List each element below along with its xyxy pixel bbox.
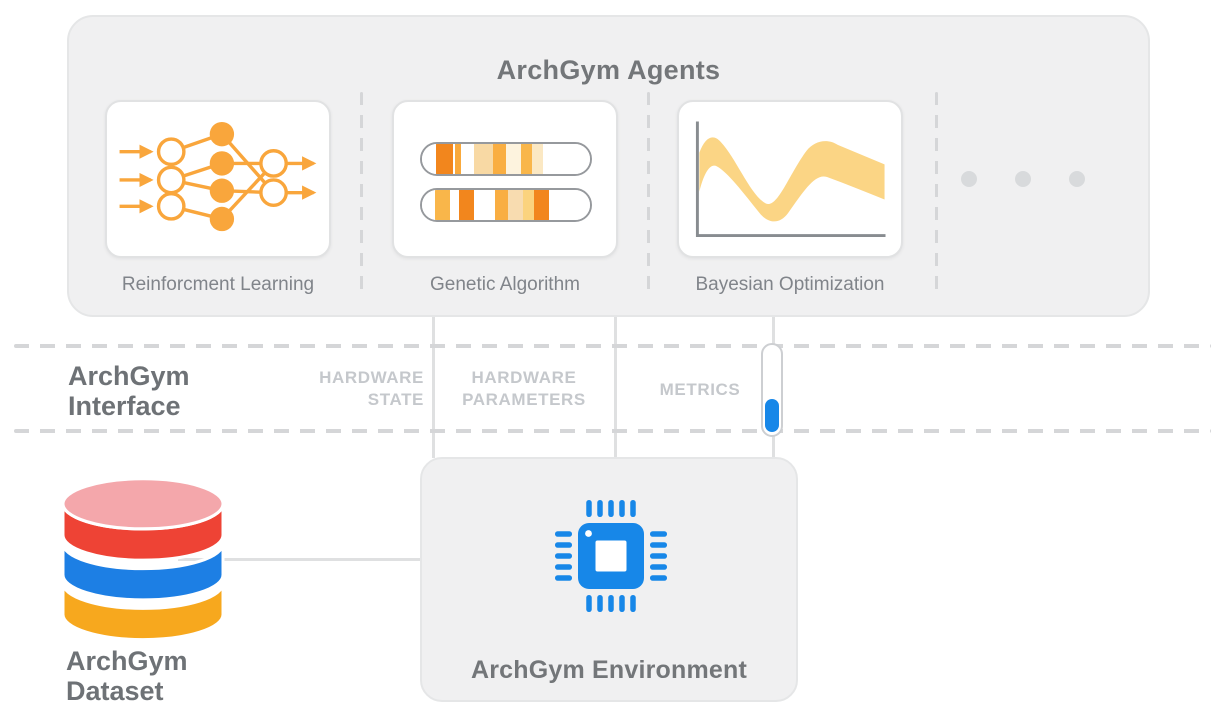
ellipsis-dots — [961, 171, 1085, 187]
gene-stripe — [532, 144, 543, 174]
card-bayesian-optimization — [677, 100, 903, 258]
chromosome-1 — [420, 142, 592, 176]
gene-stripe — [453, 144, 455, 174]
metrics-indicator-pill — [761, 343, 783, 437]
environment-panel: ArchGym Environment — [420, 457, 798, 702]
card-label-genetic-algorithm: Genetic Algorithm — [430, 274, 580, 295]
card-separator-3 — [935, 92, 938, 294]
gene-stripe — [523, 190, 534, 220]
signal-metrics: METRICS — [659, 380, 741, 399]
gene-stripe — [436, 144, 453, 174]
dataset-title-line1: ArchGym — [66, 646, 188, 676]
connector-dataset-environment-line — [178, 558, 422, 561]
interface-dashed-line-top — [14, 344, 1211, 348]
metrics-indicator-fill — [765, 399, 779, 432]
gene-stripe — [506, 144, 521, 174]
interface-title-line1: ArchGym — [68, 361, 190, 391]
neural-network-icon — [119, 121, 317, 232]
chip-dot — [585, 530, 592, 537]
gene-stripe — [422, 144, 436, 174]
signal-hardware-parameters: HARDWARE PARAMETERS — [462, 368, 586, 409]
chromosome-2 — [420, 188, 592, 222]
dot — [961, 171, 977, 187]
interface-title-line2: Interface — [68, 391, 181, 421]
gene-stripe — [422, 190, 435, 220]
gene-stripe — [450, 190, 459, 220]
gene-stripe — [534, 190, 549, 220]
gene-stripe — [474, 144, 493, 174]
dot — [1015, 171, 1031, 187]
dot — [1069, 171, 1085, 187]
gene-stripe — [549, 190, 590, 220]
card-label-reinforcement-learning: Reinforcment Learning — [121, 274, 315, 295]
gene-stripe — [521, 144, 532, 174]
chip-pins — [555, 500, 667, 612]
dataset-title: ArchGym Dataset — [66, 646, 188, 706]
card-separator-2 — [647, 92, 650, 294]
gene-stripe — [493, 144, 506, 174]
chip-icon — [555, 500, 667, 612]
card-separator-1 — [360, 92, 363, 294]
gene-stripe — [543, 144, 590, 174]
gene-stripe — [455, 144, 461, 174]
gene-stripe — [474, 190, 495, 220]
signal-hardware-state: HARDWARE STATE — [319, 368, 424, 409]
card-label-bayesian-optimization: Bayesian Optimization — [695, 274, 885, 295]
connector-hardware-state-line — [432, 316, 435, 458]
gene-stripe — [459, 190, 474, 220]
chip-core — [595, 540, 627, 572]
interface-title: ArchGym Interface — [68, 361, 190, 421]
environment-title: ArchGym Environment — [470, 656, 748, 684]
database-icon — [61, 477, 225, 642]
dataset-title-line2: Dataset — [66, 676, 164, 706]
agents-title: ArchGym Agents — [496, 55, 721, 85]
interface-dashed-line-bottom — [14, 429, 1211, 433]
card-genetic-algorithm — [392, 100, 618, 258]
gene-stripe — [435, 190, 450, 220]
gene-stripe — [461, 144, 474, 174]
card-reinforcement-learning — [105, 100, 331, 258]
uncertainty-band-chart-icon — [695, 121, 886, 237]
agents-panel: ArchGym Agents — [67, 15, 1150, 317]
connector-hardware-parameters-line — [614, 316, 617, 458]
gene-stripe — [495, 190, 508, 220]
gene-stripe — [508, 190, 523, 220]
